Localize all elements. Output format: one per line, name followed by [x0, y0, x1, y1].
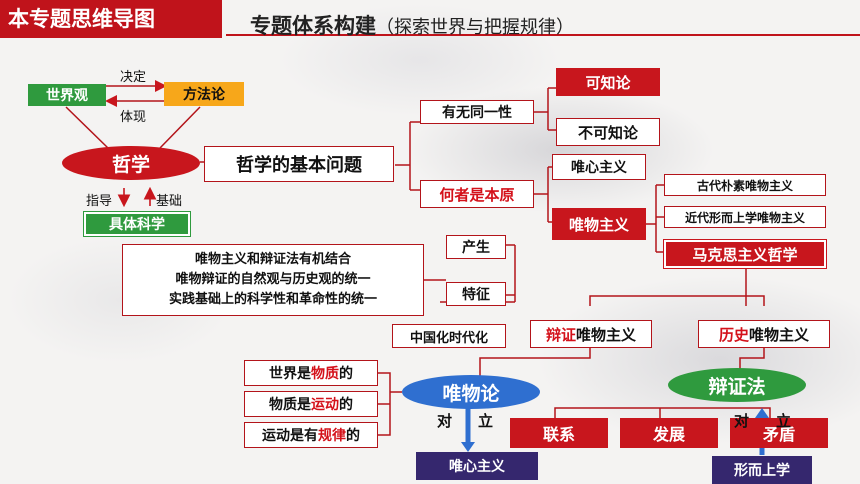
section-tag: 本专题思维导图 — [0, 0, 222, 38]
development-node: 发展 — [620, 418, 718, 448]
unknowable-node: 不可知论 — [556, 118, 660, 146]
motion-a: 运动是有 — [262, 428, 318, 444]
method-node: 方法论 — [164, 82, 244, 106]
features-box: 唯物主义和辩证法有机结合 唯物辩证的自然观与历史观的统一 实践基础上的科学性和革… — [122, 244, 424, 316]
feature-node: 特征 — [446, 282, 506, 306]
marxism-node: 马克思主义哲学 — [664, 240, 826, 268]
feature-line-2: 唯物辩证的自然观与历史观的统一 — [175, 272, 371, 287]
dialectical-highlight: 辩证 — [545, 325, 576, 344]
opposite-right-a: 对 — [734, 412, 750, 430]
embodies-label: 体现 — [120, 110, 147, 125]
motion-b: 规律 — [318, 428, 346, 444]
matter-motion-node: 物质是运动的 — [244, 391, 378, 417]
connection-node: 联系 — [510, 418, 608, 448]
decides-label: 决定 — [120, 70, 147, 85]
matter-b: 运动 — [311, 397, 339, 413]
birth-node: 产生 — [446, 235, 506, 259]
dialectical-materialism-node: 辩证唯物主义 — [530, 320, 652, 348]
science-node: 具体科学 — [84, 212, 190, 236]
historical-materialism-node: 历史唯物主义 — [698, 320, 830, 348]
materialism-oval: 唯物论 — [402, 375, 540, 409]
origin-node: 何者是本原 — [420, 180, 534, 208]
historical-rest: 唯物主义 — [749, 325, 810, 344]
world-c: 的 — [339, 366, 353, 382]
idealism-opponent-node: 唯心主义 — [416, 452, 538, 480]
header-rule — [226, 34, 860, 36]
title-main: 专题体系构建 — [250, 14, 376, 38]
matter-a: 物质是 — [269, 397, 311, 413]
knowable-node: 可知论 — [556, 68, 660, 96]
opposite-left-a: 对 — [437, 412, 453, 430]
historical-highlight: 历史 — [718, 325, 749, 344]
identity-node: 有无同一性 — [420, 100, 534, 124]
idealism-node: 唯心主义 — [552, 154, 646, 180]
basis-label: 基础 — [156, 194, 183, 209]
materialism-node: 唯物主义 — [552, 208, 646, 240]
guides-label: 指导 — [86, 194, 113, 209]
page-title: 专题体系构建（探索世界与把握规律） — [250, 10, 574, 40]
motion-law-node: 运动是有规律的 — [244, 422, 378, 448]
metaphysics-node: 形而上学 — [712, 456, 812, 484]
ancient-materialism-node: 古代朴素唯物主义 — [664, 174, 826, 196]
philosophy-oval: 哲学 — [62, 146, 200, 180]
world-b: 物质 — [311, 366, 339, 382]
world-a: 世界是 — [269, 366, 311, 382]
modern-materialism-node: 近代形而上学唯物主义 — [664, 206, 826, 228]
basic-question-node: 哲学的基本问题 — [204, 146, 394, 182]
world-material-node: 世界是物质的 — [244, 360, 378, 386]
feature-line-1: 唯物主义和辩证法有机结合 — [194, 252, 351, 267]
worldview-node: 世界观 — [28, 84, 106, 106]
feature-line-3: 实践基础上的科学性和革命性的统一 — [168, 292, 377, 307]
opposite-right-b: 立 — [776, 412, 792, 430]
contradiction-node: 矛盾 — [730, 418, 828, 448]
opposite-left-b: 立 — [478, 412, 494, 430]
motion-c: 的 — [346, 428, 360, 444]
sinicization-node: 中国化时代化 — [392, 324, 506, 348]
title-subtitle: （探索世界与把握规律） — [376, 17, 574, 38]
dialectics-oval: 辩证法 — [668, 368, 806, 402]
matter-c: 的 — [339, 397, 353, 413]
dialectical-rest: 唯物主义 — [576, 325, 637, 344]
